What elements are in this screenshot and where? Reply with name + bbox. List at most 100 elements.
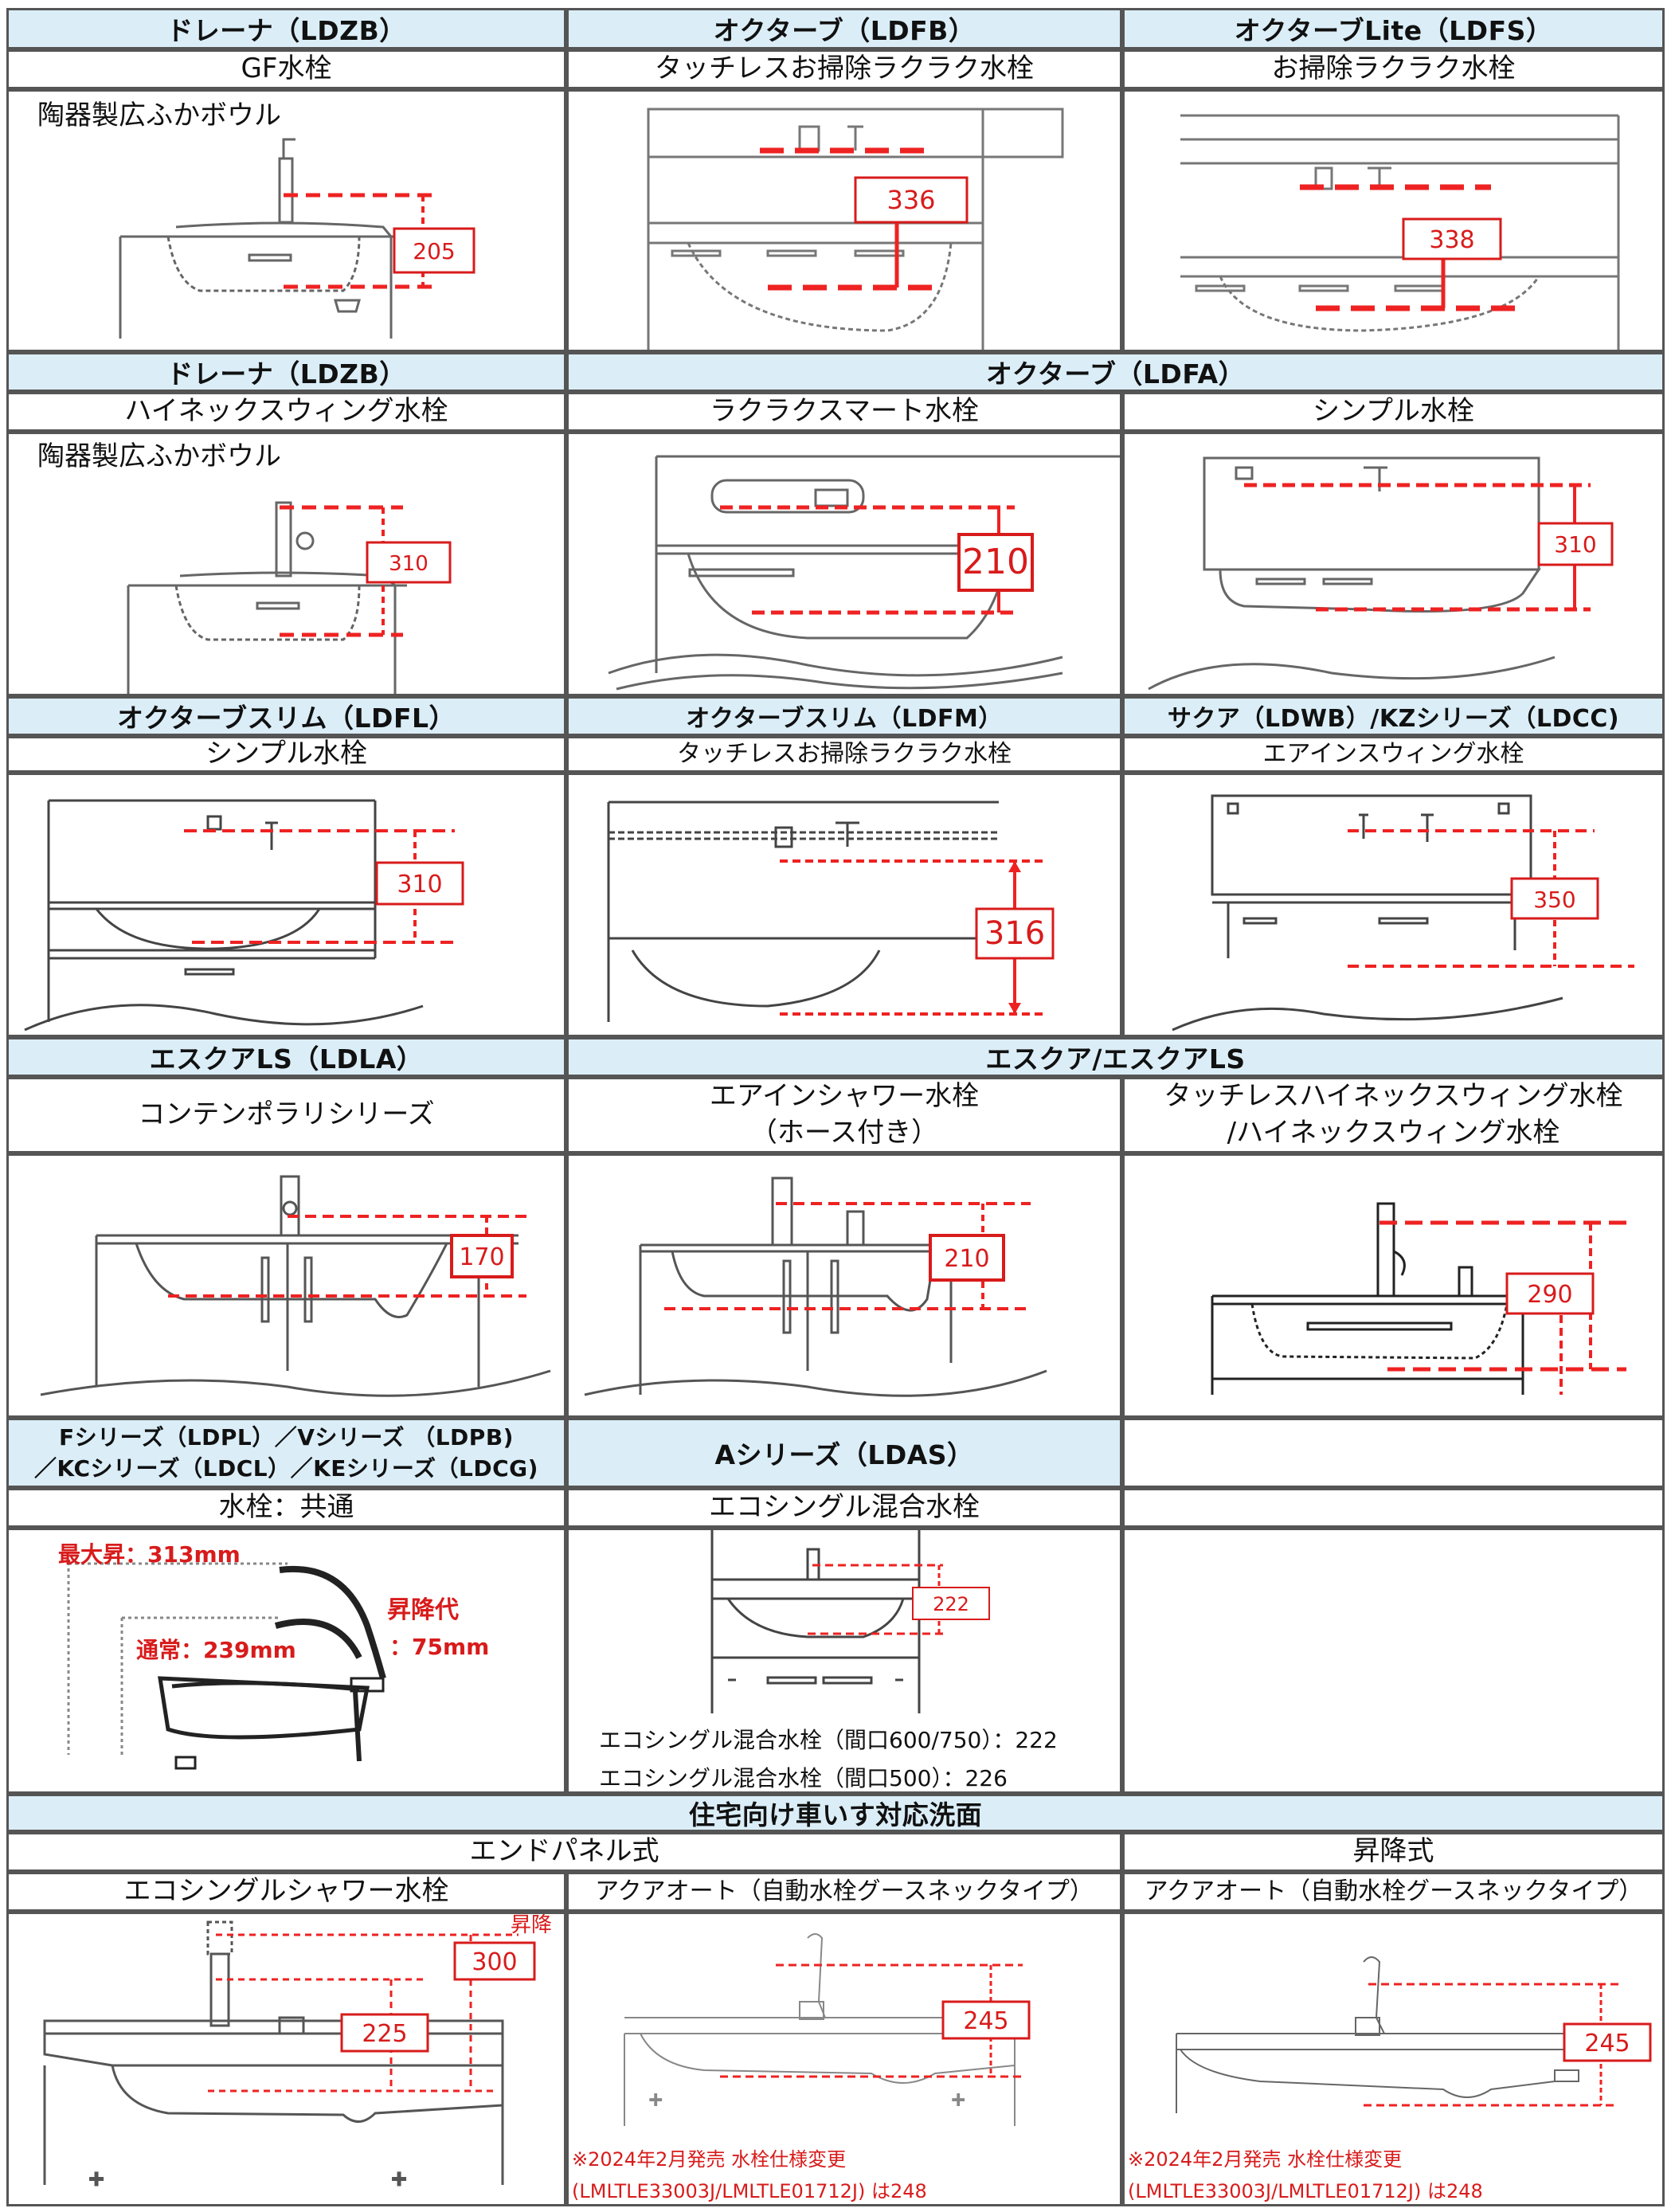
vanity-drawing: 350 bbox=[1172, 794, 1634, 1032]
faucet-label: エアインシャワー水栓 （ホース付き） bbox=[709, 1080, 980, 1149]
max-height-label: 最大昇：313mm bbox=[58, 1541, 241, 1568]
header-label: サクア（LDWB）/KZシリーズ（LDCC) bbox=[1167, 705, 1620, 733]
faucet-label: ラクラクスマート水栓 bbox=[710, 395, 979, 428]
header-ldwb-ldcc: サクア（LDWB）/KZシリーズ（LDCC) bbox=[1122, 696, 1665, 736]
faucet-gf: GF水栓 bbox=[6, 49, 566, 89]
header-ldfb: オクターブ（LDFB） bbox=[566, 8, 1122, 49]
dimension-label: 210 bbox=[962, 542, 1029, 582]
faucet-touchless-2: タッチレスお掃除ラクラク水栓 bbox=[566, 736, 1122, 773]
faucet-simple-2: シンプル水栓 bbox=[6, 736, 566, 773]
header-label: ドレーナ（LDZB） bbox=[166, 15, 406, 46]
red-note: ※2024年2月発売 水栓仕様変更 (LMLTLE33003J/LMLTLE01… bbox=[572, 2143, 927, 2204]
faucet-label: ハイネックスウィング水栓 bbox=[124, 395, 448, 428]
faucet-common: 水栓：共通 bbox=[6, 1488, 566, 1528]
vanity-drawing: 310 bbox=[1148, 456, 1614, 691]
vanity-drawing: 310 bbox=[127, 501, 452, 694]
faucet-highneck: ハイネックスウィング水栓 bbox=[6, 392, 566, 432]
normal-height-label: 通常：239mm bbox=[136, 1637, 296, 1663]
empty-faucet bbox=[1122, 1488, 1665, 1528]
empty-diagram bbox=[1122, 1528, 1665, 1794]
note-line: ※2024年2月発売 水栓仕様変更 bbox=[572, 2148, 847, 2171]
group-endpanel: エンドパネル式 bbox=[6, 1832, 1122, 1872]
header-label: ドレーナ（LDZB） bbox=[166, 358, 406, 390]
shower-faucet-drawing: 最大昇：313mm 通常：239mm 昇降代 ：75mm bbox=[58, 1541, 489, 1770]
vanity-drawing: 170 bbox=[40, 1175, 551, 1397]
header-ldfs: オクターブLite（LDFS） bbox=[1122, 8, 1665, 49]
lift-label: 昇降 bbox=[511, 1914, 552, 1937]
svg-text:+: + bbox=[648, 2090, 663, 2110]
dimension-label: 225 bbox=[362, 2020, 407, 2048]
faucet-simple-1: シンプル水栓 bbox=[1122, 392, 1665, 432]
faucet-label: タッチレスハイネックスウィング水栓 /ハイネックスウィング水栓 bbox=[1164, 1080, 1623, 1149]
diagram-ldwb: 350 bbox=[1122, 773, 1665, 1037]
faucet-label: シンプル水栓 bbox=[205, 738, 367, 770]
vanity-drawing: 290 bbox=[1211, 1202, 1626, 1395]
faucet-aqua-auto-1: アクアオート（自動水栓グースネックタイプ） bbox=[566, 1872, 1122, 1912]
faucet-label: GF水栓 bbox=[241, 53, 332, 85]
vanity-drawing: + + 245 bbox=[624, 1933, 1031, 2126]
vanity-drawing: 245 bbox=[1176, 1956, 1652, 2113]
group-label: 昇降式 bbox=[1352, 1835, 1434, 1868]
faucet-eco-shower: エコシングルシャワー水栓 bbox=[6, 1872, 566, 1912]
dimension-label: 245 bbox=[963, 2007, 1008, 2035]
dimension-label: 350 bbox=[1533, 887, 1575, 913]
vanity-drawing: 336 bbox=[647, 108, 1064, 350]
diagram-eco-shower: + + 昇降 300 225 bbox=[6, 1912, 566, 2206]
header-label: Fシリーズ（LDPL）／Vシリーズ （LDPB) ／KCシリーズ（LDCL）／K… bbox=[34, 1423, 538, 1482]
faucet-label: アクアオート（自動水栓グースネックタイプ） bbox=[595, 1877, 1094, 1905]
header-label: 住宅向け車いす対応洗面 bbox=[688, 1799, 983, 1830]
svg-text:+: + bbox=[88, 2167, 104, 2190]
faucet-label: シンプル水栓 bbox=[1313, 395, 1474, 428]
vanity-drawing: 316 bbox=[607, 801, 1055, 1022]
faucet-label: エコシングル混合水栓 bbox=[709, 1491, 980, 1524]
faucet-label: お掃除ラクラク水栓 bbox=[1271, 53, 1516, 85]
faucet-contemporary: コンテンポラリシリーズ bbox=[6, 1077, 566, 1153]
vanity-drawing: 222 bbox=[710, 1530, 990, 1713]
dimension-label: 310 bbox=[389, 552, 429, 576]
diagram-ldzb-gf: 陶器製広ふかボウル 205 bbox=[6, 89, 566, 352]
faucet-rakuraku-smart: ラクラクスマート水栓 bbox=[566, 392, 1122, 432]
eco-notes: エコシングル混合水栓（間口600/750）：222 エコシングル混合水栓（間口5… bbox=[599, 1721, 1058, 1791]
dimension-label: 245 bbox=[1584, 2030, 1630, 2057]
diagram-shower-faucet: 最大昇：313mm 通常：239mm 昇降代 ：75mm bbox=[6, 1528, 566, 1794]
bowl-note: 陶器製広ふかボウル bbox=[37, 440, 281, 472]
diagram-ldla: 170 bbox=[6, 1153, 566, 1418]
dimension-label: 300 bbox=[472, 1948, 517, 1976]
vanity-drawing: 210 bbox=[584, 1176, 1047, 1397]
dimension-label: 310 bbox=[397, 871, 442, 899]
faucet-label: タッチレスお掃除ラクラク水栓 bbox=[655, 53, 1034, 85]
diagram-ldfs: 338 bbox=[1122, 89, 1665, 352]
note-line: エコシングル混合水栓（間口600/750）：222 bbox=[599, 1727, 1058, 1753]
red-note: ※2024年2月発売 水栓仕様変更 (LMLTLE33003J/LMLTLE01… bbox=[1128, 2143, 1483, 2204]
header-ldfl: オクターブスリム（LDFL） bbox=[6, 696, 566, 736]
diagram-touchless-highneck: 290 bbox=[1122, 1153, 1665, 1418]
group-label: エンドパネル式 bbox=[469, 1835, 659, 1868]
diagram-ldfm: 316 bbox=[566, 773, 1122, 1037]
diagram-ldzb-highneck: 陶器製広ふかボウル 310 bbox=[6, 432, 566, 696]
diagram-aqua-auto-2: 245 ※2024年2月発売 水栓仕様変更 (LMLTLE33003J/LMLT… bbox=[1122, 1912, 1665, 2206]
diagram-aqua-auto-1: + + 245 ※2024年2月発売 水栓仕様変更 (LMLTLE33003J/… bbox=[566, 1912, 1122, 2206]
header-label: オクターブスリム（LDFM） bbox=[686, 705, 1003, 733]
header-label: オクターブLite（LDFS） bbox=[1234, 15, 1553, 46]
header-wheelchair: 住宅向け車いす対応洗面 bbox=[6, 1794, 1665, 1832]
faucet-label: アクアオート（自動水栓グースネックタイプ） bbox=[1144, 1877, 1643, 1905]
note-line: (LMLTLE33003J/LMLTLE01712J) は248 bbox=[572, 2180, 927, 2202]
header-label: エスクアLS（LDLA） bbox=[149, 1043, 424, 1075]
dimension-label: 222 bbox=[933, 1593, 969, 1615]
header-label: オクターブ（LDFA） bbox=[985, 358, 1246, 390]
note-line: エコシングル混合水栓（間口500）：226 bbox=[599, 1765, 1008, 1791]
svg-text:+: + bbox=[951, 2090, 965, 2110]
bowl-note: 陶器製広ふかボウル bbox=[37, 100, 281, 131]
header-ldla: エスクアLS（LDLA） bbox=[6, 1037, 566, 1077]
header-ldfm: オクターブスリム（LDFM） bbox=[566, 696, 1122, 736]
dimension-label: 210 bbox=[944, 1245, 989, 1273]
diagram-simple-1: 310 bbox=[1122, 432, 1665, 696]
vanity-drawing: 205 bbox=[119, 138, 475, 339]
header-ldzb-2: ドレーナ（LDZB） bbox=[6, 352, 566, 392]
header-label: エスクア/エスクアLS bbox=[985, 1043, 1246, 1075]
dimension-label: 170 bbox=[459, 1243, 504, 1271]
group-lift: 昇降式 bbox=[1122, 1832, 1665, 1872]
header-label: オクターブスリム（LDFL） bbox=[116, 703, 456, 734]
faucet-aqua-auto-2: アクアオート（自動水栓グースネックタイプ） bbox=[1122, 1872, 1665, 1912]
